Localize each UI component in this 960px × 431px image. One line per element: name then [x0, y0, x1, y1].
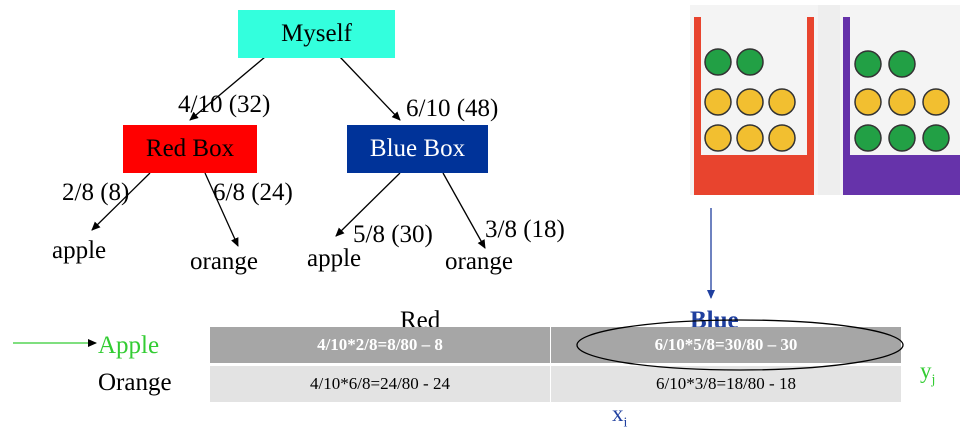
cell-apple-blue: 6/10*5/8=30/80 – 30: [551, 327, 901, 363]
y-j-label: yj: [920, 359, 935, 388]
blue-box-node: Blue Box: [347, 125, 488, 173]
x-sub-text: i: [623, 415, 628, 431]
apple-circle: [854, 50, 882, 78]
boxes-svg: [690, 5, 960, 195]
orange-circle: [768, 124, 796, 152]
edge-label-root-red: 4/10 (32): [178, 91, 271, 118]
orange-circle: [768, 88, 796, 116]
highlight-ellipse: [576, 319, 904, 371]
leaf-blue-apple: apple: [307, 245, 362, 272]
edge-root-red: [189, 56, 266, 121]
blue-box-bottom: [843, 155, 960, 195]
edge-label-red-orange: 6/8 (24): [213, 179, 293, 206]
apple-circle: [922, 124, 950, 152]
y-sub-text: j: [931, 372, 936, 388]
apple-circle: [704, 48, 732, 76]
row-label-orange: Orange: [98, 369, 172, 396]
x-i-label: xi: [612, 402, 627, 431]
orange-circle: [704, 88, 732, 116]
boxes-illustration: [690, 5, 960, 195]
edge-root-blue: [339, 56, 401, 121]
edge-label-blue-orange: 3/8 (18): [485, 216, 565, 243]
row-label-apple: Apple: [98, 332, 160, 359]
orange-circle: [736, 88, 764, 116]
cell-orange-red: 4/10*6/8=24/80 - 24: [210, 366, 550, 402]
cell-orange-blue: 6/10*3/8=18/80 - 18: [551, 366, 901, 402]
orange-circle: [854, 88, 882, 116]
red-box-left-wall: [694, 17, 701, 195]
red-box-bottom: [694, 155, 814, 195]
edge-label-red-apple: 2/8 (8): [62, 179, 130, 206]
edge-label-blue-apple: 5/8 (30): [353, 221, 433, 248]
orange-circle: [922, 88, 950, 116]
leaf-red-apple: apple: [52, 237, 107, 264]
edge-label-root-blue: 6/10 (48): [406, 95, 499, 122]
root-node: Myself: [238, 10, 395, 58]
apple-circle: [888, 50, 916, 78]
apple-circle: [736, 48, 764, 76]
red-box-right-wall: [807, 17, 814, 195]
edge-red-apple: [91, 172, 151, 231]
apple-circle: [854, 124, 882, 152]
edge-blue-apple: [335, 172, 401, 237]
y-label-text: y: [920, 358, 932, 383]
orange-circle: [888, 88, 916, 116]
apple-circle: [888, 124, 916, 152]
orange-circle: [736, 124, 764, 152]
cell-apple-red: 4/10*2/8=8/80 – 8: [210, 327, 550, 363]
orange-circle: [704, 124, 732, 152]
blue-box-left-wall: [843, 17, 850, 195]
x-label-text: x: [612, 401, 624, 426]
edge-red-orange: [204, 172, 239, 247]
leaf-blue-orange: orange: [445, 248, 514, 275]
leaf-red-orange: orange: [190, 248, 259, 275]
edge-blue-orange: [442, 172, 486, 249]
red-box-node: Red Box: [123, 125, 257, 173]
